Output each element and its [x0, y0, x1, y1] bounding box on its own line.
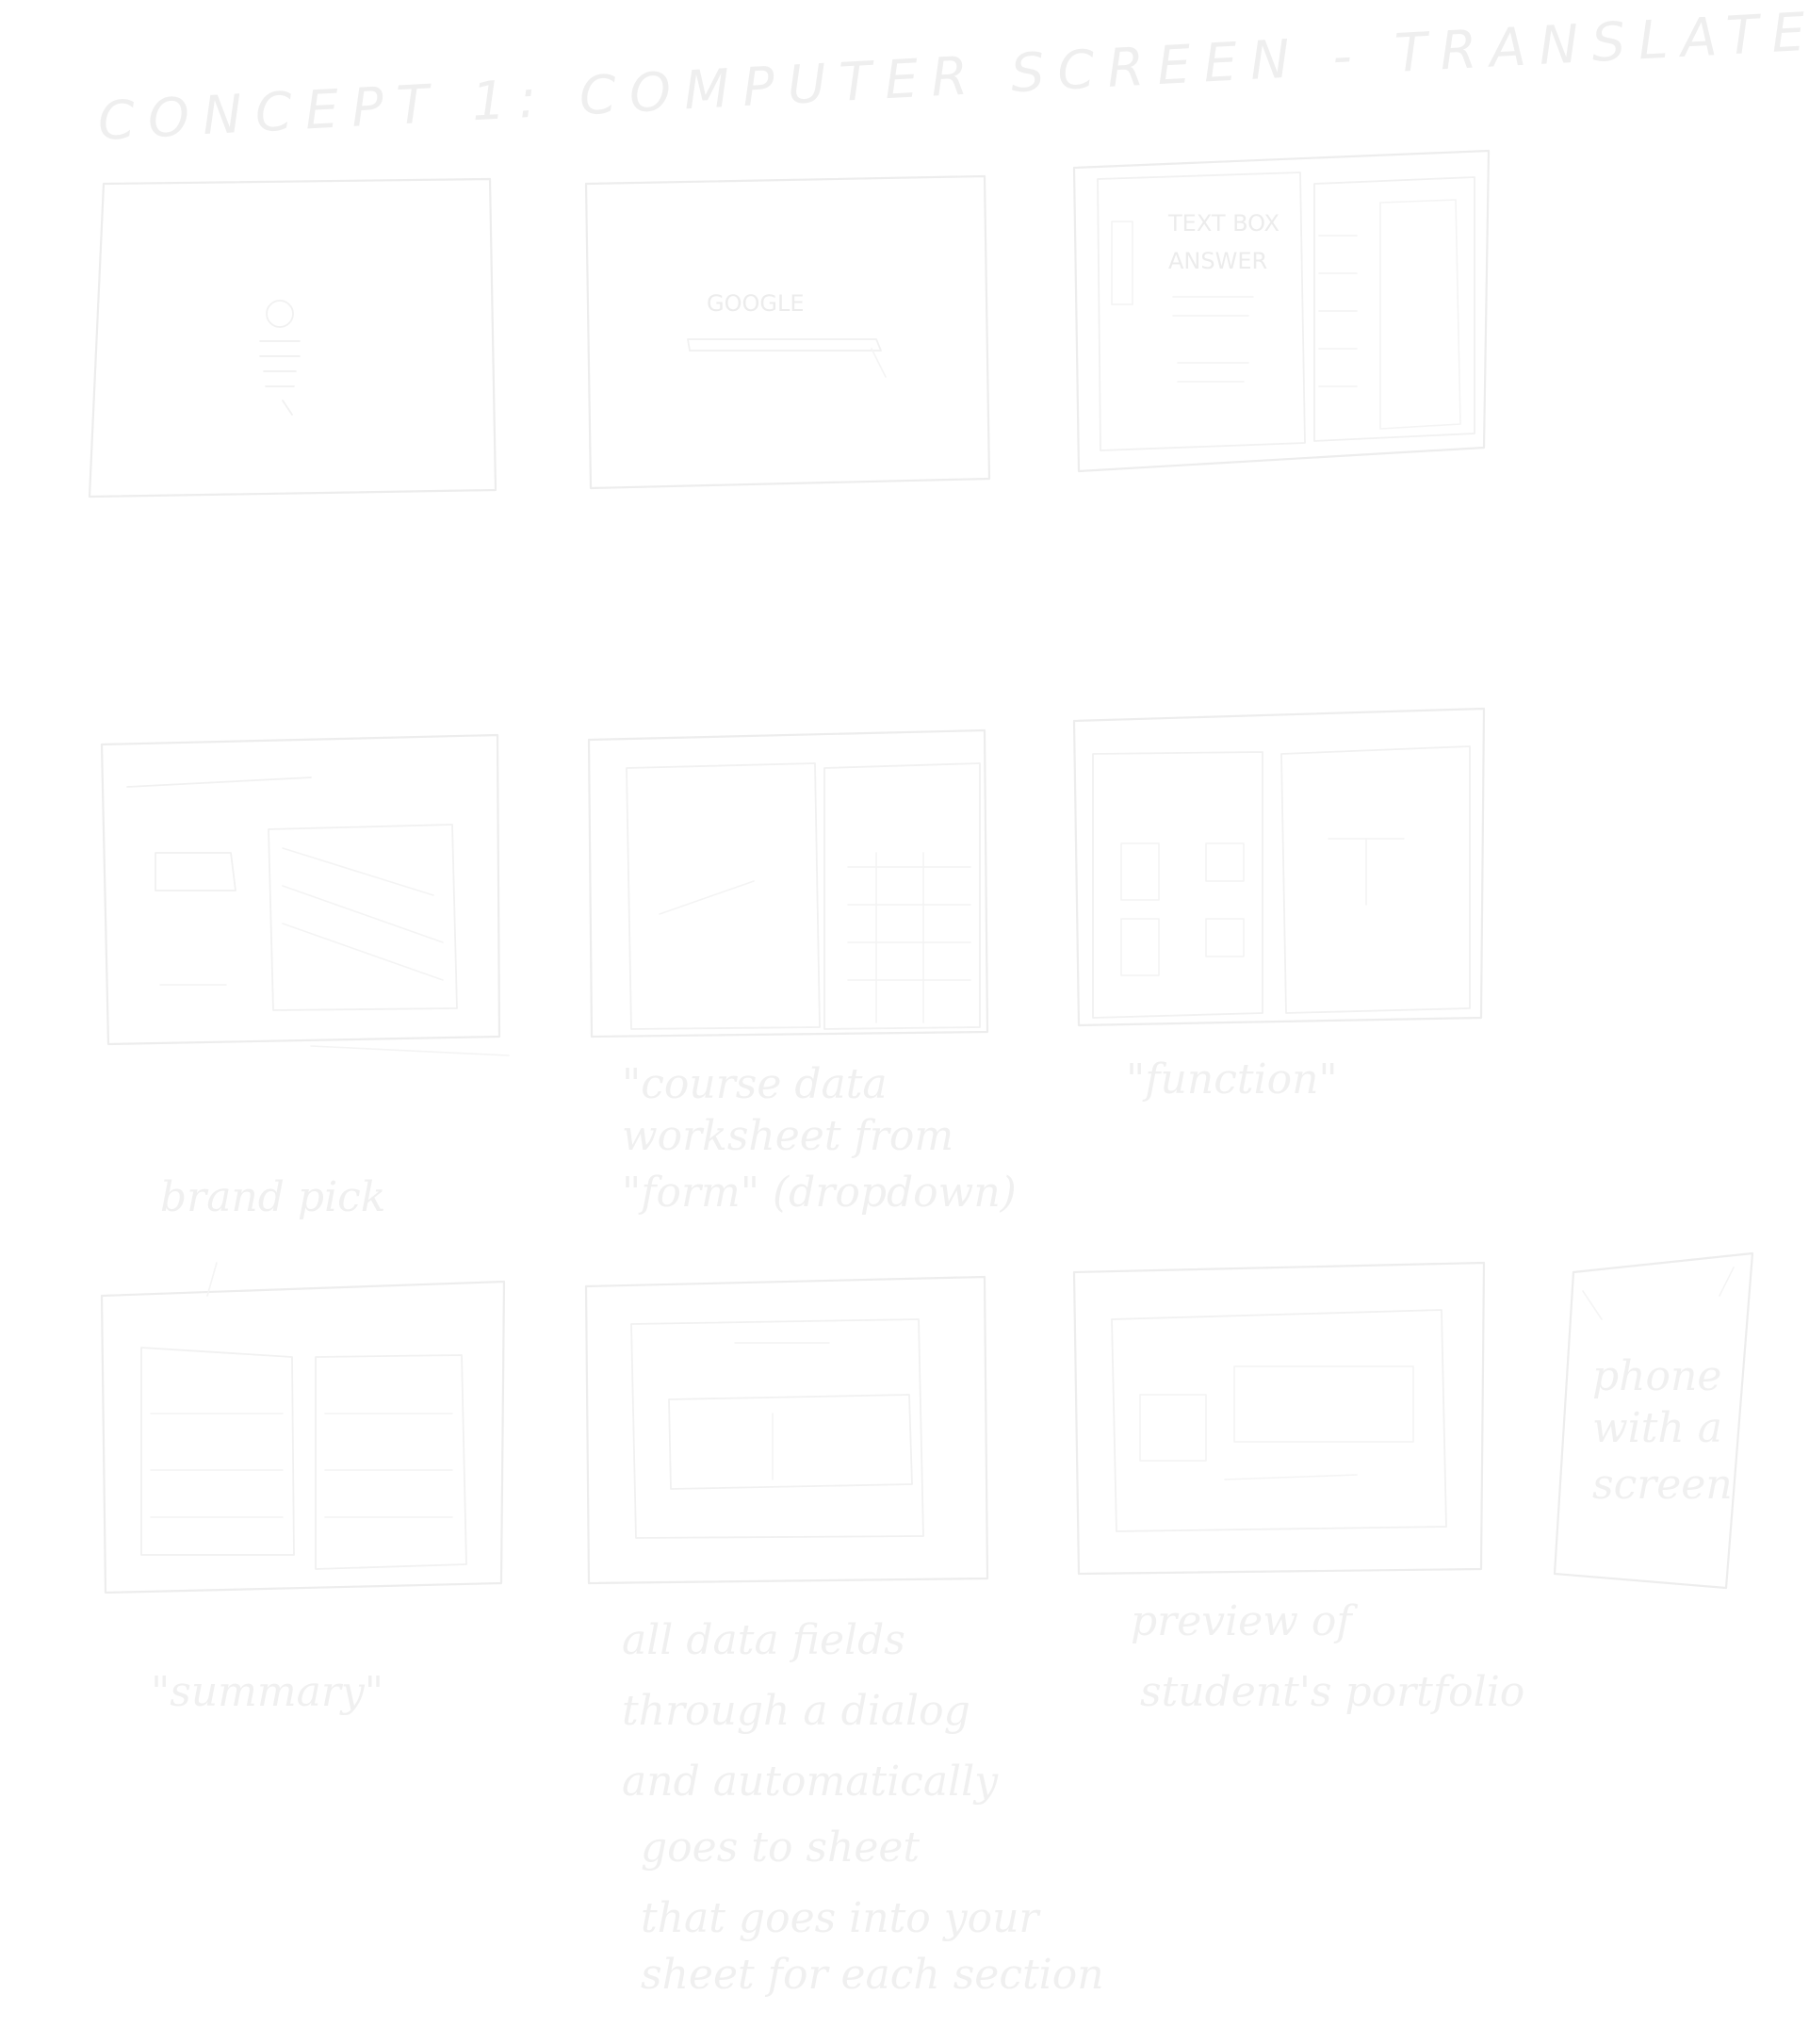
caption-portfolio: preview of student's portfolio — [1131, 1597, 1524, 1716]
frame-google-sketch: GOOGLE — [584, 174, 991, 490]
logo-word: GOOGLE — [707, 290, 805, 317]
frame-form-sketch — [100, 733, 510, 1056]
avatar-icon — [266, 300, 294, 328]
caption-phone: phone with a screen — [1592, 1352, 1736, 1509]
caption-dialog: all data fields through a dialog and aut… — [622, 1616, 1104, 1999]
frame-function-sketch — [1072, 707, 1486, 1027]
frame-summary-sketch — [100, 1262, 506, 1594]
frame-dashboard-sketch: TEXT BOX ANSWER — [1072, 149, 1491, 473]
frame-phone-sketch: phone with a screen — [1553, 1251, 1754, 1590]
caption-summary: "summary" — [151, 1668, 383, 1716]
dashboard-header-word: TEXT BOX — [1167, 210, 1279, 237]
frame-portfolio-sketch — [1072, 1261, 1486, 1576]
frame-login-sketch — [88, 177, 497, 499]
caption-worksheet: "course data worksheet from "form" (drop… — [622, 1060, 1017, 1217]
caption-brand-pick: brand pick — [160, 1173, 385, 1221]
dashboard-sub-word: ANSWER — [1168, 248, 1267, 274]
caption-function: "function" — [1126, 1055, 1338, 1104]
page-title: CONCEPT 1: COMPUTER SCREEN - TRANSLATE S… — [96, 0, 1809, 153]
frame-worksheet-sketch — [587, 728, 989, 1038]
frame-dialog-sketch — [584, 1275, 989, 1585]
